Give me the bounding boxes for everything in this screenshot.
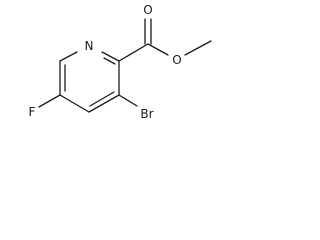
atom-labels: N F Br O O <box>29 3 182 121</box>
carbonyl-oxygen-label: O <box>143 3 152 17</box>
bond-c2-carbonyl <box>118 43 149 62</box>
bond-c3-c4 <box>88 94 120 113</box>
bond-ester-oxygen-methyl <box>184 40 212 56</box>
bond-c3-c4-inner <box>89 91 115 107</box>
bromine-label: Br <box>140 107 153 121</box>
bond-c6-n <box>59 51 78 62</box>
bond-carbonyl-ester-oxygen <box>147 43 169 56</box>
bond-c3-br <box>118 94 138 107</box>
bond-n-c2 <box>101 51 120 62</box>
pyridine-ring <box>59 51 120 113</box>
fluorine-label: F <box>29 105 36 119</box>
bond-c5-f <box>38 94 61 108</box>
substituent-bonds <box>38 18 212 108</box>
nitrogen-label: N <box>85 39 94 53</box>
bond-c4-c5 <box>59 94 90 113</box>
chemical-structure: N F Br O O <box>29 3 212 121</box>
ester-oxygen-label: O <box>172 53 181 67</box>
bond-n-c2-inner <box>103 57 116 65</box>
